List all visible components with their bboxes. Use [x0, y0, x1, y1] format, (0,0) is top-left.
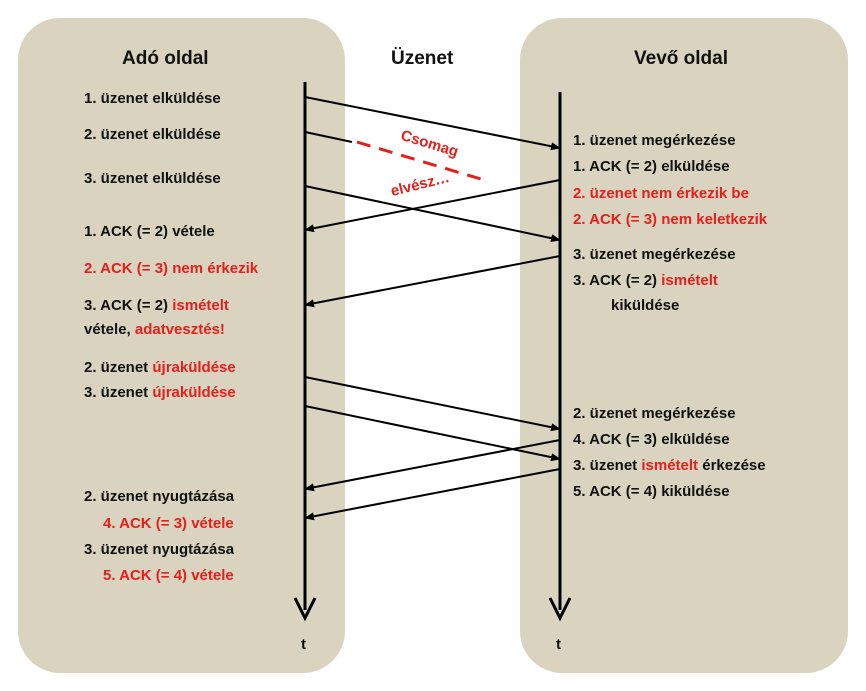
sender-label-4: 1. ACK (= 2) vétele [84, 223, 215, 240]
sender-label-5: 2. ACK (= 3) nem érkezik [84, 260, 259, 277]
sender-label-8-a: 2. üzenet [84, 359, 153, 376]
sender-label-7: vétele, adatvesztés! [84, 321, 225, 338]
receiver-label-8: 2. üzenet megérkezése [573, 405, 736, 422]
msg3-arrow [304, 185, 561, 243]
msg2-resend-arrow [304, 376, 561, 432]
sender-time-label: t [301, 636, 306, 653]
receiver-label-4: 2. ACK (= 3) nem keletkezik [573, 211, 768, 228]
sender-label-6-a: 3. ACK (= 2) [84, 297, 173, 314]
msg2-lost-arrow [304, 131, 353, 143]
ack3-dup-arrow [304, 255, 561, 308]
receiver-label-6: 3. ACK (= 2) ismételt [573, 272, 718, 289]
receiver-label-10-b: ismételt [641, 457, 699, 474]
sender-label-9: 3. üzenet újraküldése [84, 384, 236, 401]
lost-note-line1: Csomag [399, 127, 461, 161]
sender-label-6: 3. ACK (= 2) ismételt [84, 297, 229, 314]
lost-note-line2: elvész… [389, 169, 451, 200]
receiver-label-10-a: 3. üzenet [573, 457, 642, 474]
receiver-label-6-a: 3. ACK (= 2) [573, 272, 662, 289]
receiver-label-9: 4. ACK (= 3) elküldése [573, 431, 730, 448]
sender-panel [18, 18, 345, 673]
sender-label-3: 3. üzenet elküldése [84, 170, 221, 187]
sender-label-9-b: újraküldése [152, 384, 236, 401]
sender-label-6-b: ismételt [172, 297, 229, 314]
sender-label-2: 2. üzenet elküldése [84, 126, 221, 143]
sender-label-12: 3. üzenet nyugtázása [84, 541, 235, 558]
receiver-label-7: kiküldése [611, 297, 680, 314]
sender-label-8: 2. üzenet újraküldése [84, 359, 236, 376]
receiver-label-10-c: érkezése [698, 457, 766, 474]
sender-label-8-b: újraküldése [152, 359, 236, 376]
sender-label-1: 1. üzenet elküldése [84, 90, 221, 107]
receiver-header: Vevő oldal [634, 48, 728, 69]
receiver-time-label: t [556, 636, 561, 653]
receiver-label-6-b: ismételt [661, 272, 718, 289]
message-header: Üzenet [391, 48, 454, 69]
msg1-arrow [304, 96, 561, 151]
ack5-arrow [304, 468, 561, 521]
sender-label-7-a: vétele, [84, 321, 135, 338]
receiver-panel [520, 18, 848, 673]
receiver-label-2: 1. ACK (= 2) elküldése [573, 158, 730, 175]
sender-header: Adó oldal [122, 48, 209, 69]
sender-label-11: 4. ACK (= 3) vétele [103, 515, 234, 532]
ack1-arrow [304, 179, 561, 233]
receiver-label-3: 2. üzenet nem érkezik be [573, 185, 749, 202]
receiver-timeline-arrowhead [548, 597, 572, 622]
receiver-label-5: 3. üzenet megérkezése [573, 246, 736, 263]
sender-label-9-a: 3. üzenet [84, 384, 153, 401]
msg3-resend-arrow [304, 405, 561, 462]
sender-label-10: 2. üzenet nyugtázása [84, 488, 235, 505]
sender-label-13: 5. ACK (= 4) vétele [103, 567, 234, 584]
receiver-label-10: 3. üzenet ismételt érkezése [573, 457, 766, 474]
sender-timeline-arrowhead [293, 597, 317, 622]
receiver-label-1: 1. üzenet megérkezése [573, 132, 736, 149]
sender-label-7-b: adatvesztés! [134, 321, 225, 338]
ack4-arrow [304, 439, 561, 492]
receiver-label-11: 5. ACK (= 4) kiküldése [573, 483, 730, 500]
